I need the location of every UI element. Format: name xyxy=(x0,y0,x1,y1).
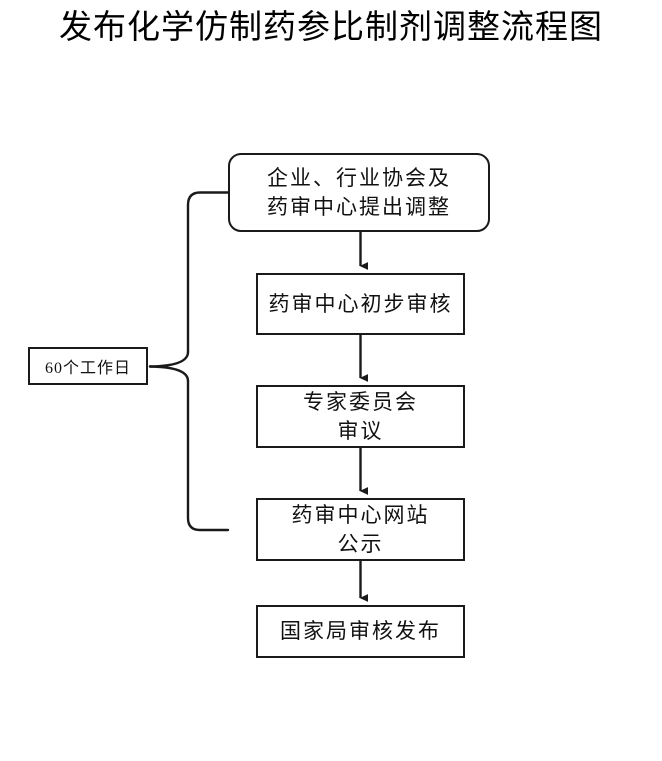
flow-node-preliminary-review[interactable]: 药审中心初步审核 xyxy=(256,273,465,335)
flow-node-preliminary-review-line1: 药审中心初步审核 xyxy=(268,291,453,316)
flow-node-website-publicity-line1: 药审中心网站 xyxy=(291,502,430,527)
flow-node-expert-committee-line2: 审议 xyxy=(337,418,384,443)
flow-node-proposal[interactable]: 企业、行业协会及 药审中心提出调整 xyxy=(228,153,490,232)
flow-node-website-publicity-line2: 公示 xyxy=(337,531,384,556)
flow-node-website-publicity-label: 药审中心网站 公示 xyxy=(292,501,430,559)
flow-node-nmpa-release-label: 国家局审核发布 xyxy=(280,617,441,646)
flow-node-expert-committee-line1: 专家委员会 xyxy=(303,389,418,414)
duration-label-box: 60个工作日 xyxy=(28,347,148,385)
flow-node-website-publicity[interactable]: 药审中心网站 公示 xyxy=(256,498,465,561)
flow-node-expert-committee-label: 专家委员会 审议 xyxy=(303,388,418,446)
duration-label-text: 60个工作日 xyxy=(44,360,131,377)
duration-brace xyxy=(148,191,230,532)
flow-node-nmpa-release-line1: 国家局审核发布 xyxy=(280,619,441,643)
flow-node-preliminary-review-label: 药审中心初步审核 xyxy=(269,290,453,319)
flow-node-expert-committee[interactable]: 专家委员会 审议 xyxy=(256,385,465,448)
flow-node-nmpa-release[interactable]: 国家局审核发布 xyxy=(256,605,465,658)
flow-node-proposal-line1: 企业、行业协会及 xyxy=(267,165,451,190)
flow-node-proposal-line2: 药审中心提出调整 xyxy=(267,194,451,219)
flow-node-proposal-label: 企业、行业协会及 药审中心提出调整 xyxy=(267,164,451,222)
page-title: 发布化学仿制药参比制剂调整流程图 xyxy=(59,10,603,46)
